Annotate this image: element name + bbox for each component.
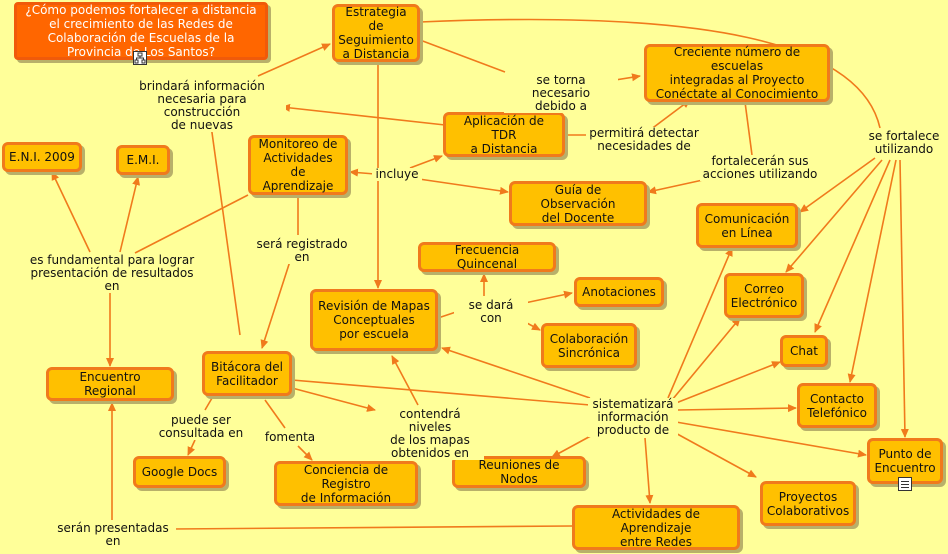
frecuencia-node[interactable]: Frecuencia Quincenal [418,242,556,272]
proyectos-node[interactable]: Proyectos Colaborativos [760,481,856,526]
monitoreo-node[interactable]: Monitoreo de Actividades de Aprendizaje [248,135,348,195]
bitacora-node[interactable]: Bitácora del Facilitador [202,351,292,396]
label-fortalece: se fortalece utilizando [862,130,946,156]
emi-node[interactable]: E.M.I. [116,145,170,175]
label-presentadas: serán presentadas en [50,522,176,548]
label-fortaleceran: fortalecerán sus acciones utilizando [700,155,820,181]
chat-node[interactable]: Chat [780,335,828,367]
encuentro-regional-node[interactable]: Encuentro Regional [46,367,174,401]
actividades-node[interactable]: Actividades de Aprendizaje entre Redes [572,505,740,550]
estrategia-node[interactable]: Estrategia de Seguimiento a Distancia [332,4,420,62]
label-registrado: será registrado en [246,238,358,264]
aplicacion-node[interactable]: Aplicación de TDR a Distancia [443,112,565,157]
comunicacion-node[interactable]: Comunicación en Línea [696,203,798,248]
creciente-node[interactable]: Creciente número de escuelas integradas … [644,44,830,102]
label-contendra: contendrá niveles de los mapas obtenidos… [376,408,484,460]
label-permitira: permitirá detectar necesidades de [586,127,702,153]
label-torna: se torna necesario debido a [504,74,618,113]
label-brindara: brindará información necesaria para cons… [118,80,286,132]
concept-map-icon[interactable] [133,51,147,65]
punto-node[interactable]: Punto de Encuentro [867,438,943,484]
anotaciones-node[interactable]: Anotaciones [574,277,664,307]
label-fundamental: es fundamental para lograr presentación … [26,254,198,293]
root-question-node[interactable]: ¿Cómo podemos fortalecer a distancia el … [14,2,268,60]
google-docs-node[interactable]: Google Docs [133,456,226,488]
correo-node[interactable]: Correo Electrónico [724,273,804,318]
guia-node[interactable]: Guía de Observación del Docente [509,181,647,226]
label-fomenta: fomenta [262,431,318,444]
revision-node[interactable]: Revisión de Mapas Conceptuales por escue… [310,289,438,351]
eni-node[interactable]: E.N.I. 2009 [2,142,82,172]
colaboracion-node[interactable]: Colaboración Sincrónica [541,323,637,368]
contacto-node[interactable]: Contacto Telefónico [797,383,877,428]
label-sistematizara: sistematizará información producto de [588,398,678,437]
label-dara: se dará con [454,299,528,325]
conciencia-node[interactable]: Conciencia de Registro de Información [274,461,418,506]
document-icon[interactable] [898,477,912,491]
reuniones-node[interactable]: Reuniones de Nodos [452,456,586,488]
label-consultada: puede ser consultada en [156,414,246,440]
label-incluye: incluye [372,168,422,181]
